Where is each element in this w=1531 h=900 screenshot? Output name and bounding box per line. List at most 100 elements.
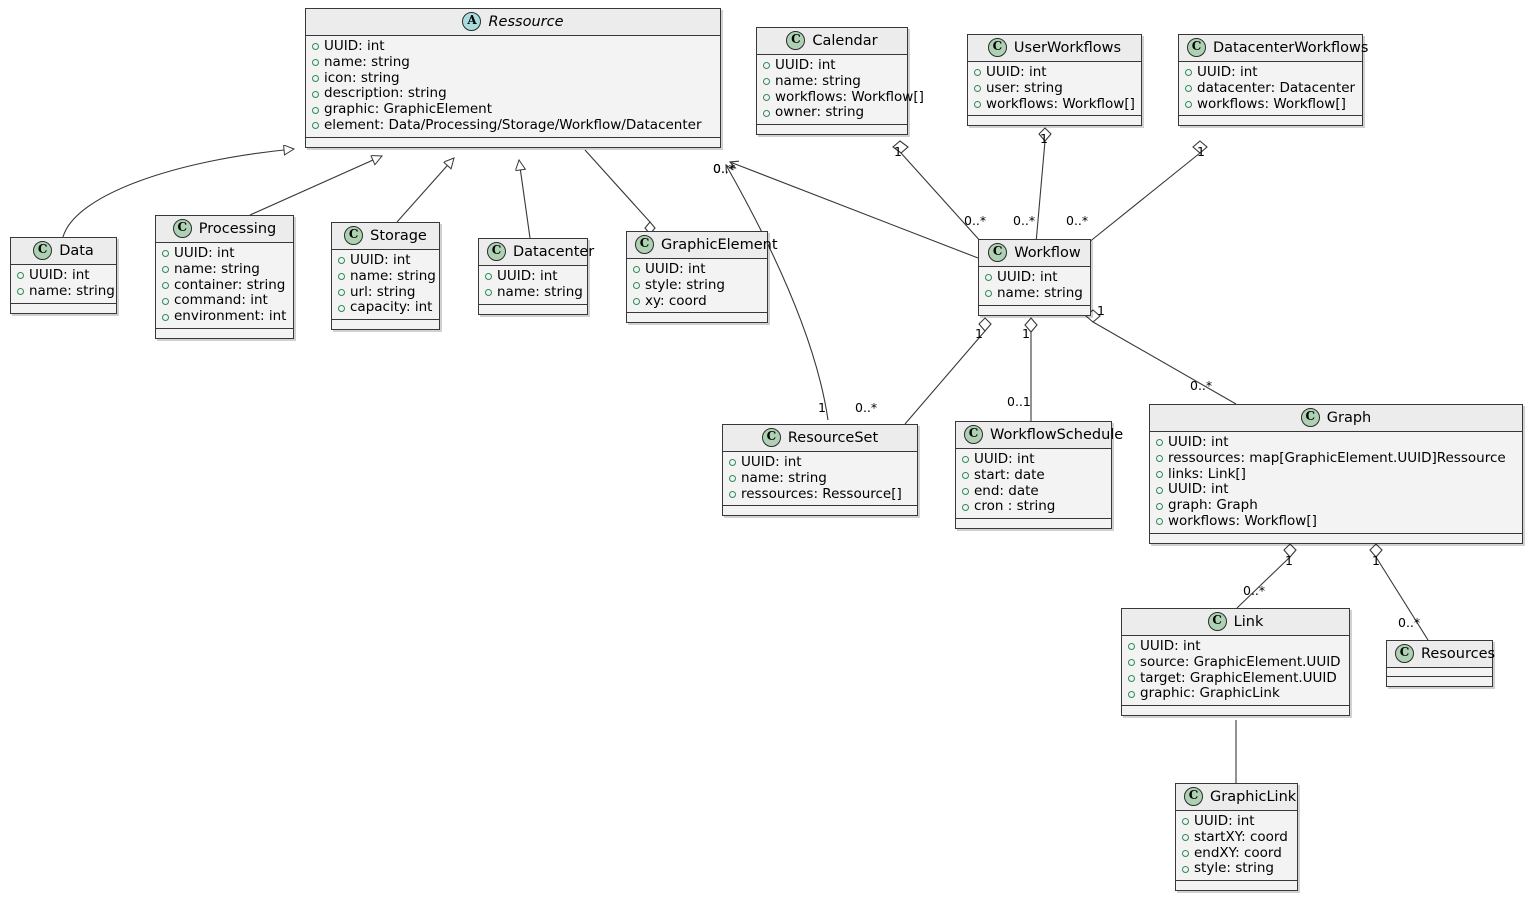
class-data-methods xyxy=(11,303,116,313)
attribute-text: command: int xyxy=(174,292,268,309)
visibility-public-icon xyxy=(1156,470,1163,478)
class-datacenter[interactable]: C Datacenter UUID: int name: string xyxy=(478,238,594,315)
attribute-row: owner: string xyxy=(763,105,901,121)
attribute-row: container: string xyxy=(162,277,287,294)
attribute-row: UUID: int xyxy=(729,454,911,471)
class-ressource[interactable]: A Ressource UUID: int name: string icon:… xyxy=(305,8,721,148)
attribute-row: workflows: Workflow[] xyxy=(1185,95,1356,113)
edge-storage-ressource xyxy=(396,158,454,223)
attribute-text: icon: string xyxy=(324,69,400,86)
class-graphicelement-title: GraphicElement xyxy=(661,236,778,253)
attribute-row: style: string xyxy=(1182,861,1291,877)
multiplicity-graph-resources-source: 1 xyxy=(1372,553,1380,568)
class-icon: C xyxy=(964,425,983,444)
visibility-public-icon xyxy=(985,290,992,298)
multiplicity-userworkflows-workflow-target: 0..* xyxy=(1013,213,1036,228)
attribute-row: ressources: map[GraphicElement.UUID]Ress… xyxy=(1156,450,1516,467)
attribute-text: UUID: int xyxy=(741,454,802,470)
multiplicity-calendar-workflow-target: 0..* xyxy=(964,213,987,228)
class-link-header: C Link xyxy=(1122,609,1349,636)
class-data-attributes: UUID: int name: string xyxy=(11,265,116,304)
class-graphiclink[interactable]: C GraphicLink UUID: int startXY: coord e… xyxy=(1175,783,1298,892)
class-datacenter-title: Datacenter xyxy=(513,243,595,260)
class-resourceset[interactable]: C ResourceSet UUID: int name: string res… xyxy=(722,424,918,517)
attribute-text: UUID: int xyxy=(986,64,1047,80)
class-datacenter-attributes: UUID: int name: string xyxy=(479,266,587,305)
visibility-public-icon xyxy=(1182,818,1189,826)
class-calendar-header: C Calendar xyxy=(757,28,907,55)
class-datacenterworkflows-title: DatacenterWorkflows xyxy=(1213,39,1369,56)
multiplicity-graph-link-source: 1 xyxy=(1285,553,1293,568)
visibility-public-icon xyxy=(162,281,169,289)
multiplicity-workflow-workflowschedule-source: 1 xyxy=(1022,326,1030,341)
class-graph-methods xyxy=(1150,533,1522,543)
attribute-text: workflows: Workflow[] xyxy=(1168,512,1317,529)
visibility-public-icon xyxy=(1128,690,1135,698)
class-userworkflows-attributes: UUID: int user: string workflows: Workfl… xyxy=(968,62,1141,117)
class-workflow-attributes: UUID: int name: string xyxy=(979,267,1090,306)
class-processing[interactable]: C Processing UUID: int name: string cont… xyxy=(155,215,294,339)
visibility-public-icon xyxy=(485,273,492,281)
class-datacenterworkflows[interactable]: C DatacenterWorkflows UUID: int datacent… xyxy=(1178,34,1368,127)
visibility-public-icon xyxy=(962,472,969,480)
class-data-header: C Data xyxy=(11,238,116,265)
attribute-text: UUID: int xyxy=(497,268,558,284)
attribute-row: name: string xyxy=(162,261,287,278)
attribute-row: description: string xyxy=(312,86,714,102)
visibility-public-icon xyxy=(312,106,319,114)
class-link[interactable]: C Link UUID: int source: GraphicElement.… xyxy=(1121,608,1350,717)
class-resources-methods xyxy=(1387,677,1492,686)
attribute-text: name: string xyxy=(350,267,436,284)
class-workflowschedule-methods xyxy=(956,519,1111,529)
class-icon: C xyxy=(786,31,806,50)
visibility-public-icon xyxy=(312,90,319,98)
attribute-row: UUID: int xyxy=(1156,434,1516,451)
class-datacenterworkflows-header: C DatacenterWorkflows xyxy=(1179,35,1368,62)
class-resources[interactable]: C Resources xyxy=(1386,640,1496,687)
attribute-text: capacity: int xyxy=(350,299,433,316)
attribute-text: UUID: int xyxy=(974,451,1035,467)
class-graphiclink-methods xyxy=(1176,881,1297,891)
multiplicity-graph-link-target: 0..* xyxy=(1243,583,1266,598)
attribute-row: source: GraphicElement.UUID xyxy=(1128,654,1343,671)
visibility-public-icon xyxy=(17,288,24,296)
multiplicity-workflow-graph-target: 0..* xyxy=(1190,378,1213,393)
class-resources-title: Resources xyxy=(1421,645,1496,662)
class-graph[interactable]: C Graph UUID: int ressources: map[Graphi… xyxy=(1149,404,1523,544)
visibility-public-icon xyxy=(338,257,345,265)
edge-workflow-resourceset xyxy=(904,330,986,425)
class-workflow[interactable]: C Workflow UUID: int name: string xyxy=(978,239,1091,316)
class-userworkflows[interactable]: C UserWorkflows UUID: int user: string w… xyxy=(967,34,1142,127)
class-graphiclink-title: GraphicLink xyxy=(1210,788,1297,805)
class-graphiclink-attributes: UUID: int startXY: coord endXY: coord st… xyxy=(1176,811,1297,882)
visibility-public-icon xyxy=(338,304,345,312)
class-datacenterworkflows-attributes: UUID: int datacenter: Datacenter workflo… xyxy=(1179,62,1362,117)
attribute-row: graph: Graph xyxy=(1156,497,1516,514)
multiplicity-resourceset-ressource-target: 0..* xyxy=(713,161,736,176)
class-calendar[interactable]: C Calendar UUID: int name: string workfl… xyxy=(756,27,924,136)
attribute-row: element: Data/Processing/Storage/Workflo… xyxy=(312,117,714,134)
visibility-public-icon xyxy=(633,282,640,290)
class-data-title: Data xyxy=(59,242,94,259)
attribute-text: UUID: int xyxy=(29,267,90,283)
attribute-text: UUID: int xyxy=(350,252,411,268)
attribute-text: UUID: int xyxy=(1194,813,1255,829)
class-graphicelement[interactable]: C GraphicElement UUID: int style: string… xyxy=(626,231,778,324)
class-data[interactable]: C Data UUID: int name: string xyxy=(10,237,117,314)
attribute-row: UUID: int xyxy=(1185,64,1356,81)
class-storage[interactable]: C Storage UUID: int name: string url: st… xyxy=(331,222,440,331)
class-storage-header: C Storage xyxy=(332,223,439,250)
edge-datacenterworkflows-workflow xyxy=(1087,152,1201,244)
attribute-text: UUID: int xyxy=(1197,64,1258,80)
edge-processing-ressource xyxy=(249,156,382,216)
attribute-row: name: string xyxy=(338,267,436,285)
visibility-public-icon xyxy=(1128,659,1135,667)
attribute-text: workflows: Workflow[] xyxy=(1197,95,1346,112)
visibility-public-icon xyxy=(974,100,981,108)
visibility-public-icon xyxy=(985,274,992,282)
attribute-row: name: string xyxy=(312,54,714,71)
attribute-text: UUID: int xyxy=(775,57,836,73)
class-workflowschedule[interactable]: C WorkflowSchedule UUID: int start: date… xyxy=(955,421,1123,530)
visibility-public-icon xyxy=(162,313,169,321)
multiplicity-datacenterworkflows-workflow-source: 1 xyxy=(1197,144,1205,159)
